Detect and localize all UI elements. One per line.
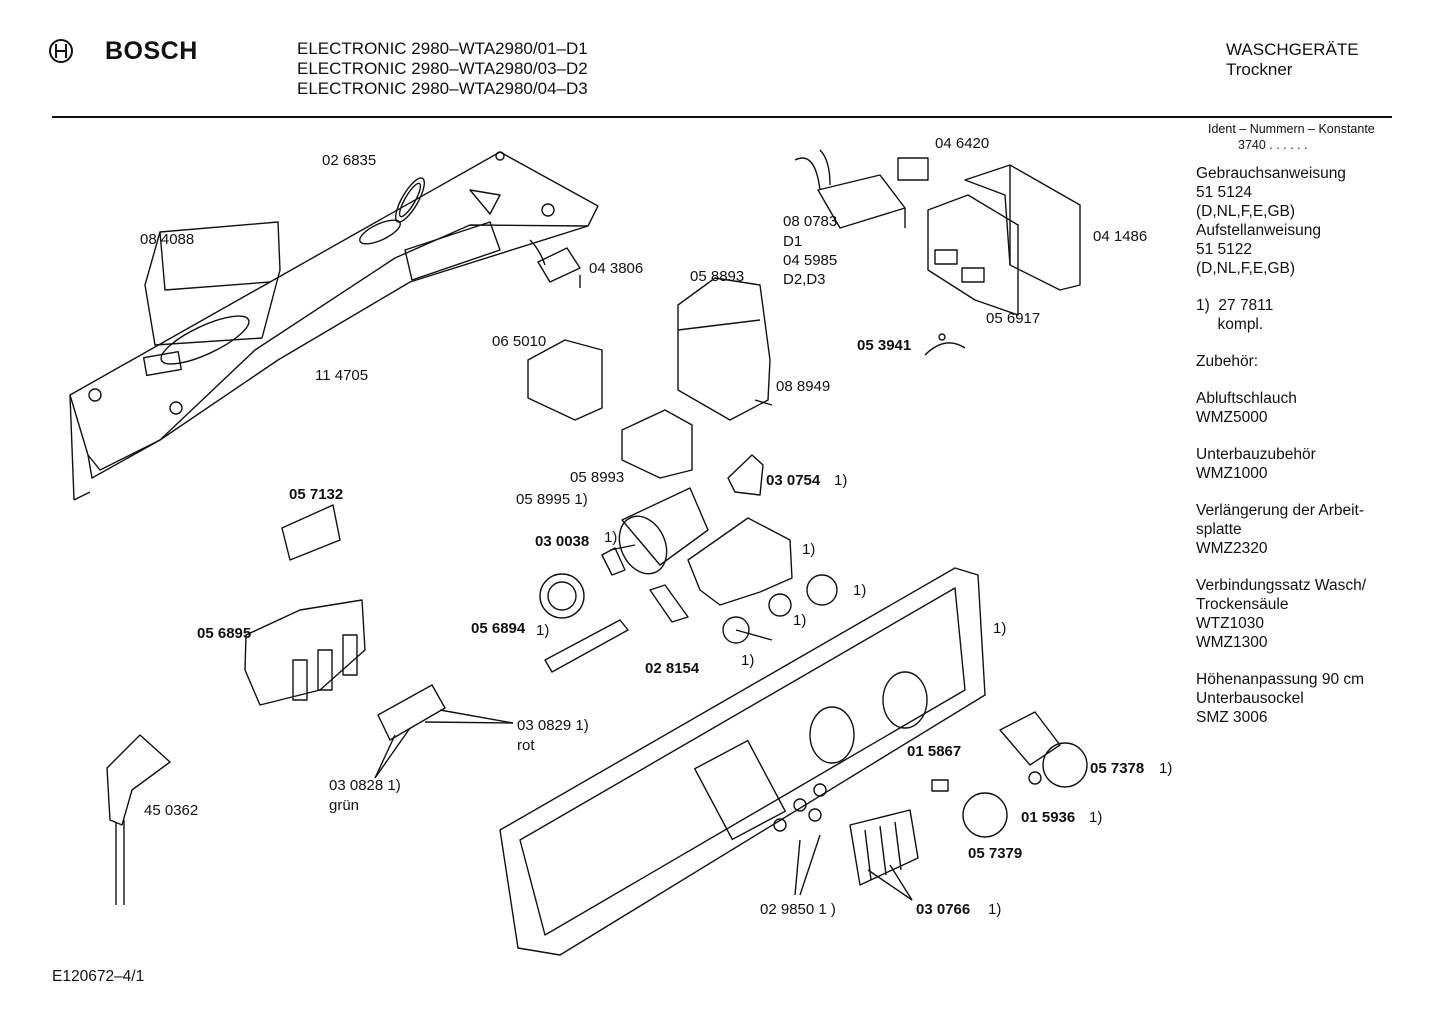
part-label: 1) — [793, 612, 807, 629]
part-label: 1) — [853, 582, 867, 599]
bosch-logo-icon — [48, 38, 74, 64]
part-label: 03 0829 1) — [517, 717, 589, 734]
part-label: grün — [329, 797, 360, 814]
sidebar-line — [1196, 371, 1366, 389]
part-label: 05 6917 — [986, 310, 1041, 327]
sidebar-line: WMZ1000 — [1196, 465, 1268, 482]
sidebar-line: WMZ5000 — [1196, 409, 1268, 426]
sidebar-line — [1196, 427, 1366, 445]
part-label: 02 9850 1 ) — [760, 901, 836, 918]
part-label: 03 0754 — [766, 472, 821, 489]
part-label: 05 6894 — [471, 620, 526, 637]
sidebar-line: (D,NL,F,E,GB) — [1196, 203, 1296, 220]
ident-value: 3740 . . . . . . — [1238, 138, 1308, 152]
sidebar-line: 1) 27 7811 — [1196, 297, 1274, 314]
part-label: 03 0766 — [916, 901, 971, 918]
sidebar-line: Unterbauzubehör — [1196, 446, 1316, 463]
sidebar-line: WTZ1030 — [1196, 615, 1265, 632]
part-label: 11 4705 — [315, 367, 369, 384]
part-label: 05 7379 — [968, 845, 1023, 862]
drawing-id: E120672–4/1 — [52, 968, 145, 985]
part-label: 03 0828 1) — [329, 777, 401, 794]
part-label: 1) — [834, 472, 848, 489]
ident-label: Ident – Nummern – Konstante — [1208, 122, 1375, 136]
sidebar-line: Höhenanpassung 90 cm — [1196, 671, 1365, 688]
part-label: 04 5985 — [783, 252, 838, 269]
category-block: WASCHGERÄTE Trockner — [1226, 40, 1359, 80]
sidebar-line: WMZ2320 — [1196, 540, 1268, 557]
part-label: 05 6895 — [197, 625, 252, 642]
sidebar-line: WMZ1300 — [1196, 634, 1268, 651]
sidebar-line: Verbindungssatz Wasch/ — [1196, 577, 1367, 594]
sidebar-line — [1196, 652, 1366, 670]
part-label: 45 0362 — [144, 802, 199, 819]
part-label: 01 5867 — [907, 743, 962, 760]
sidebar-info: Gebrauchsanweisung 51 5124 (D,NL,F,E,GB)… — [1196, 164, 1366, 727]
part-label: 08 4088 — [140, 231, 195, 248]
part-label: 02 8154 — [645, 660, 700, 677]
part-label: 1) — [741, 652, 755, 669]
sidebar-line — [1196, 278, 1366, 296]
sidebar-line — [1196, 334, 1366, 352]
part-label: 05 8995 1) — [516, 491, 588, 508]
part-label: 02 6835 — [322, 152, 377, 169]
model-line: ELECTRONIC 2980–WTA2980/04–D3 — [297, 79, 588, 98]
part-label: 1) — [802, 541, 816, 558]
part-label: 1) — [1159, 760, 1173, 777]
sidebar-line: Zubehör: — [1196, 353, 1259, 370]
sidebar-line: Gebrauchsanweisung — [1196, 165, 1346, 182]
sidebar-line: Unterbausockel — [1196, 690, 1304, 707]
part-label: 08 8949 — [776, 378, 831, 395]
sidebar-line: (D,NL,F,E,GB) — [1196, 260, 1296, 277]
model-line: ELECTRONIC 2980–WTA2980/01–D1 — [297, 39, 588, 58]
part-label: 05 8893 — [690, 268, 745, 285]
part-label: D1 — [783, 233, 803, 250]
part-label: 05 7132 — [289, 486, 344, 503]
model-list: ELECTRONIC 2980–WTA2980/01–D1 ELECTRONIC… — [297, 39, 588, 99]
part-label: rot — [517, 737, 535, 754]
sidebar-line — [1196, 483, 1366, 501]
part-label: 01 5936 — [1021, 809, 1076, 826]
part-label: 03 0038 — [535, 533, 590, 550]
sidebar-line: Trockensäule — [1196, 596, 1289, 613]
sidebar-line: splatte — [1196, 521, 1242, 538]
part-label: 04 1486 — [1093, 228, 1148, 245]
category-subtitle: Trockner — [1226, 60, 1293, 79]
brand-name: BOSCH — [105, 37, 198, 65]
part-label: 1) — [1089, 809, 1103, 826]
sidebar-line: kompl. — [1196, 316, 1264, 333]
sidebar-line: Abluftschlauch — [1196, 390, 1297, 407]
part-label: 1) — [988, 901, 1002, 918]
part-label: 04 6420 — [935, 135, 990, 152]
sidebar-line: 51 5122 — [1196, 241, 1253, 258]
sidebar-line — [1196, 558, 1366, 576]
part-label: 06 5010 — [492, 333, 547, 350]
sidebar-line: Verlängerung der Arbeit- — [1196, 502, 1365, 519]
part-label: 1) — [604, 529, 618, 546]
sidebar-line: SMZ 3006 — [1196, 709, 1268, 726]
part-label: 1) — [536, 622, 550, 639]
part-label: 08 0783 — [783, 213, 838, 230]
part-label: D2,D3 — [783, 271, 826, 288]
part-label: 1) — [993, 620, 1007, 637]
sidebar-line: 51 5124 — [1196, 184, 1253, 201]
part-label: 04 3806 — [589, 260, 644, 277]
part-label: 05 3941 — [857, 337, 912, 354]
sidebar-line: Aufstellanweisung — [1196, 222, 1321, 239]
category-title: WASCHGERÄTE — [1226, 40, 1359, 59]
model-line: ELECTRONIC 2980–WTA2980/03–D2 — [297, 59, 588, 78]
part-label: 05 8993 — [570, 469, 625, 486]
part-label: 05 7378 — [1090, 760, 1145, 777]
